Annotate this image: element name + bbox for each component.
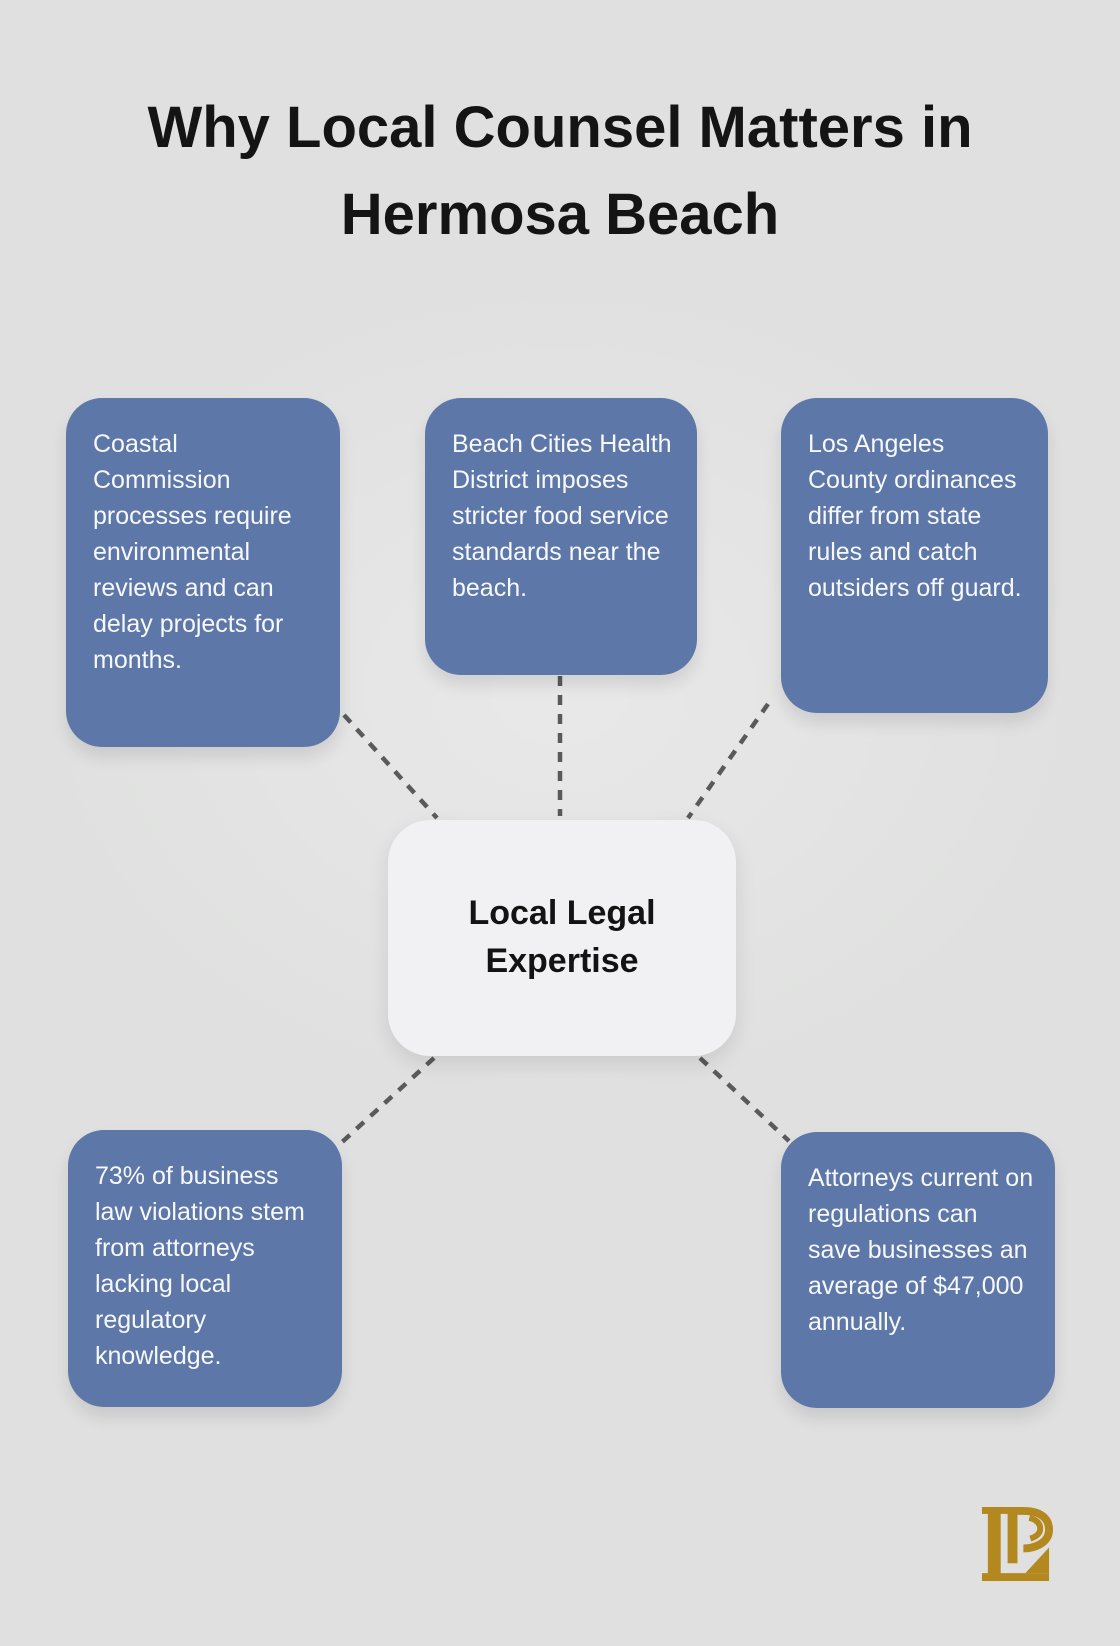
page-title-line-2: Hermosa Beach bbox=[340, 182, 780, 247]
page-title-line-1: Why Local Counsel Matters in bbox=[147, 95, 973, 160]
info-card-text: Beach Cities Health District imposes str… bbox=[452, 430, 672, 602]
info-card-savings-stat: Attorneys current on regulations can sav… bbox=[781, 1132, 1055, 1408]
connector-bottom-left bbox=[339, 1056, 436, 1145]
connector-bottom-right bbox=[698, 1056, 791, 1143]
lp-monogram-logo-icon bbox=[981, 1507, 1053, 1582]
connector-top-right bbox=[686, 702, 770, 820]
central-node-label: Local Legal Expertise bbox=[468, 894, 656, 980]
info-card-beach-cities-health: Beach Cities Health District imposes str… bbox=[425, 398, 697, 675]
info-card-la-county-ordinances: Los Angeles County ordinances differ fro… bbox=[781, 398, 1048, 713]
page-title: Why Local Counsel Matters in Hermosa Bea… bbox=[0, 84, 1120, 258]
connector-top-left bbox=[342, 713, 439, 820]
info-card-text: 73% of business law violations stem from… bbox=[95, 1162, 305, 1370]
info-card-text: Attorneys current on regulations can sav… bbox=[808, 1164, 1034, 1336]
info-card-coastal-commission: Coastal Commission processes require env… bbox=[66, 398, 340, 747]
central-node-local-legal-expertise: Local Legal Expertise bbox=[388, 820, 736, 1056]
info-card-violations-stat: 73% of business law violations stem from… bbox=[68, 1130, 342, 1407]
info-card-text: Coastal Commission processes require env… bbox=[93, 430, 292, 674]
info-card-text: Los Angeles County ordinances differ fro… bbox=[808, 430, 1022, 602]
